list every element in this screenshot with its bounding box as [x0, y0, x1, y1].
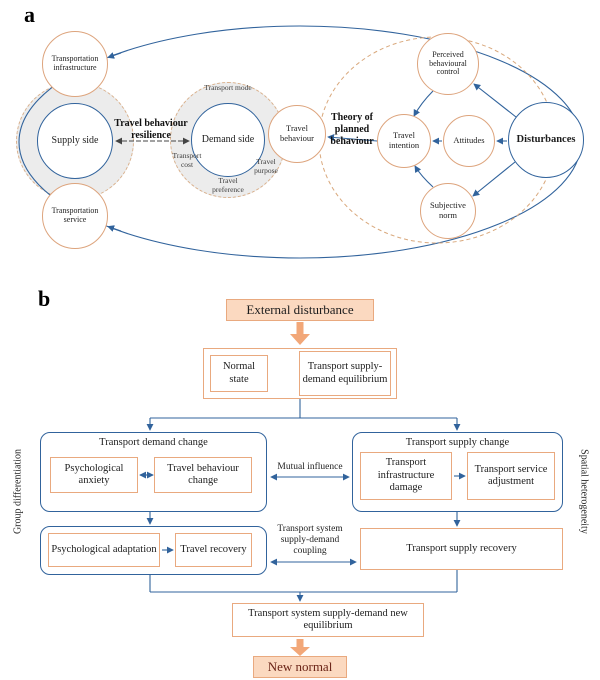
group-transport-demand-change: Transport demand change [40, 432, 267, 512]
node-new-normal: New normal [253, 656, 347, 678]
group-transport-supply-change: Transport supply change [352, 432, 563, 512]
circle-disturbances: Disturbances [508, 102, 584, 178]
node-new-equilibrium: Transport system supply-demand new equil… [232, 603, 424, 637]
node-transport-supply-recovery: Transport supply recovery [360, 528, 563, 570]
circle-subjective-norm: Subjective norm [420, 183, 476, 239]
label-travel-behaviour-resilience: Travel behaviour resilience [114, 118, 188, 141]
circle-transportation-infrastructure: Transportation infrastructure [42, 31, 108, 97]
label-travel-purpose: Travel purpose [254, 157, 278, 175]
group-title-transport-demand-change: Transport demand change [99, 437, 208, 448]
circle-perceived-behavioural-control: Perceived behavioural control [417, 33, 479, 95]
label-spatial-heterogeneity: Spatial heterogeneity [578, 449, 590, 534]
circle-transportation-service: Transportation service [42, 183, 108, 249]
node-transport-infrastructure-damage: Transport infrastructure damage [360, 452, 452, 500]
panel-a-label: a [24, 2, 35, 27]
group-recovery-left [40, 526, 267, 575]
circle-travel-intention: Travel intention [377, 114, 431, 168]
node-psychological-anxiety: Psychological anxiety [50, 457, 138, 493]
circle-travel-behaviour: Travel behaviour [268, 105, 326, 163]
node-supply-demand-equilibrium: Transport supply-demand equilibrium [299, 351, 391, 396]
label-group-differentiation: Group differentiation [12, 448, 24, 535]
group-title-transport-supply-change: Transport supply change [405, 437, 510, 448]
panel-b-label: b [38, 286, 51, 311]
thick-down-arrow-bottom [290, 639, 310, 656]
label-transport-cost: Transport cost [172, 151, 202, 169]
label-transport-mode: Transport mode [204, 83, 252, 92]
thick-down-arrow-top [290, 322, 310, 345]
label-mutual-influence: Mutual influence [277, 462, 343, 472]
node-psychological-adaptation: Psychological adaptation [48, 533, 160, 567]
circle-attitudes: Attitudes [443, 115, 495, 167]
node-normal-state: Normal state [210, 355, 268, 392]
label-supply-demand-coupling: Transport system supply-demand coupling [277, 524, 343, 556]
circle-demand-side: Demand side [191, 103, 265, 177]
node-external-disturbance: External disturbance [226, 299, 374, 321]
circle-supply-side: Supply side [37, 103, 113, 179]
label-travel-preference: Travel preference [212, 176, 244, 194]
node-travel-behaviour-change: Travel behaviour change [154, 457, 252, 493]
label-theory-of-planned-behaviour: Theory of planned behaviour [330, 112, 374, 147]
node-travel-recovery: Travel recovery [175, 533, 252, 567]
node-transport-service-adjustment: Transport service adjustment [467, 452, 555, 500]
